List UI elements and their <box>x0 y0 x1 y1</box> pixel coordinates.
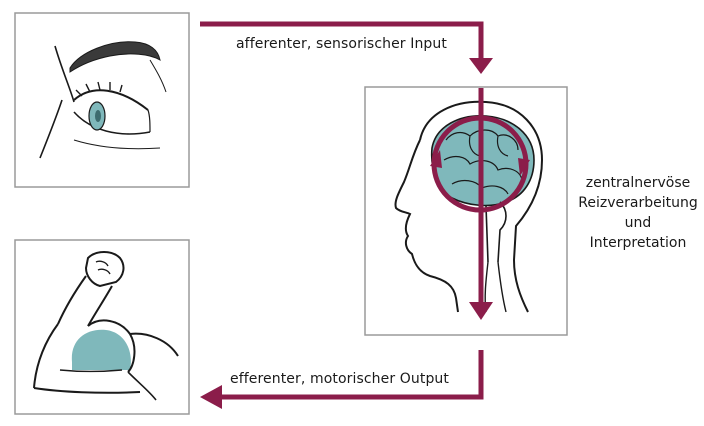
efferent-label: efferenter, motorischer Output <box>230 371 449 387</box>
afferent-arrow <box>200 21 484 62</box>
cycle-arrowhead-right <box>518 158 530 176</box>
afferent-label: afferenter, sensorischer Input <box>236 36 447 52</box>
eye-panel <box>14 12 190 188</box>
central-label-line-4: Interpretation <box>589 235 687 251</box>
internal-down-arrow <box>469 88 493 320</box>
cycle-arrowhead-left <box>430 150 442 168</box>
central-processing-label: zentralnervöse Reizverarbeitung und Inte… <box>576 173 700 253</box>
eye-frame <box>14 12 190 188</box>
afferent-arrowhead <box>469 58 493 74</box>
flexed-arm-icon <box>33 251 179 401</box>
arm-panel <box>14 239 190 415</box>
brain-panel <box>364 86 568 336</box>
efferent-arrowhead <box>200 385 222 409</box>
central-label-line-2: Reizverarbeitung <box>578 195 698 211</box>
central-label-line-1: zentralnervöse <box>585 175 691 191</box>
central-label-line-3: und <box>624 215 652 231</box>
efferent-arrow <box>218 350 484 400</box>
eye-icon <box>39 41 167 159</box>
